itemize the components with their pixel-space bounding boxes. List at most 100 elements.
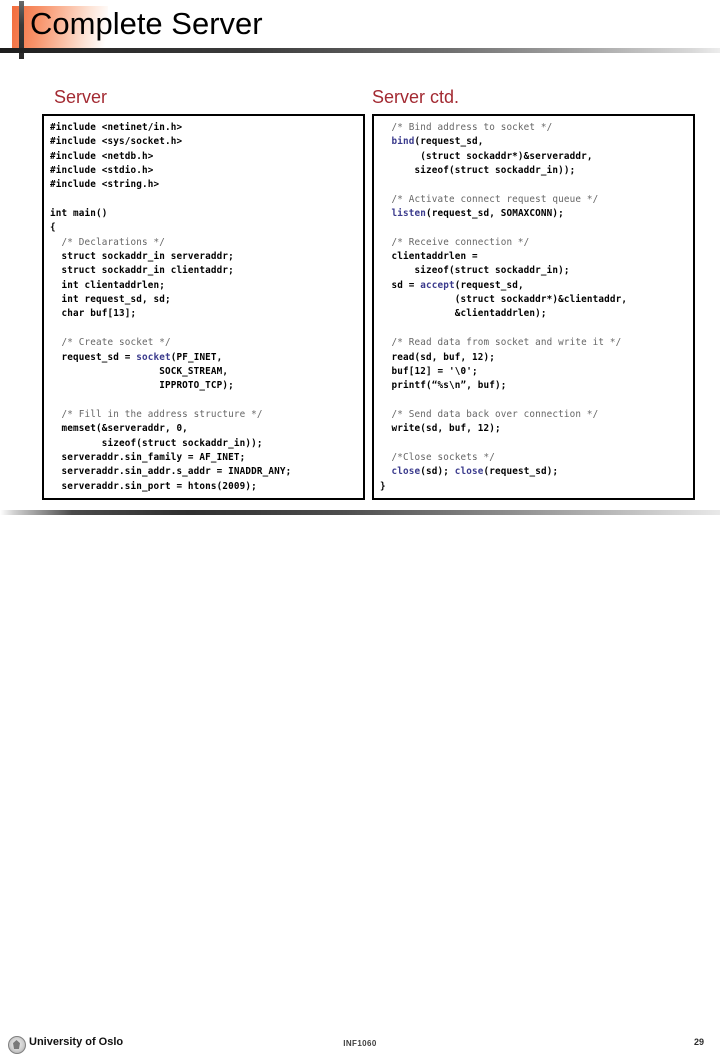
code-line: sd = accept(request_sd, (380, 279, 689, 293)
slide-header: Complete Server (0, 0, 720, 60)
page-title: Complete Server (30, 6, 263, 41)
code-token: #include <stdio.h> (50, 165, 154, 177)
code-line: serveraddr.sin_family = AF_INET; (50, 451, 359, 465)
code-line: read(sd, buf, 12); (380, 351, 689, 365)
code-line: struct sockaddr_in serveraddr; (50, 250, 359, 264)
code-token: #include <string.h> (50, 179, 160, 191)
code-line: #include <stdio.h> (50, 164, 359, 178)
code-comment: /* Receive connection */ (380, 236, 530, 248)
code-line: (struct sockaddr*)&clientaddr, (380, 293, 689, 307)
code-token (380, 136, 392, 147)
code-line (50, 394, 359, 408)
code-token: (request_sd); (483, 466, 559, 478)
code-token: memset(&serveraddr, 0, (50, 423, 188, 435)
code-function-name: accept (420, 279, 455, 291)
code-comment: /* Fill in the address structure */ (50, 408, 263, 420)
code-token: sizeof(struct sockaddr_in)); (50, 437, 263, 449)
code-token (380, 208, 392, 219)
code-line: /* Fill in the address structure */ (50, 408, 359, 422)
code-token: serveraddr.sin_port = htons(2009); (50, 480, 257, 492)
code-token: #include <netdb.h> (50, 150, 154, 162)
code-token: char buf[13]; (50, 308, 137, 320)
code-line: struct sockaddr_in clientaddr; (50, 264, 359, 278)
code-line: clientaddrlen = (380, 250, 689, 264)
code-token: buf[12] = '\0'; (380, 365, 478, 377)
code-line (50, 193, 359, 207)
code-line: /* Receive connection */ (380, 236, 689, 250)
code-token: (request_sd, (414, 136, 484, 148)
code-token: serveraddr.sin_addr.s_addr = INADDR_ANY; (50, 466, 292, 478)
code-token: (struct sockaddr*)&clientaddr, (380, 294, 628, 306)
code-comment: /*Close sockets */ (380, 451, 495, 463)
code-line: } (380, 480, 689, 494)
code-token: #include <netinet/in.h> (50, 122, 183, 133)
code-comment: /* Read data from socket and write it */ (380, 337, 622, 349)
code-token: (sd); (420, 466, 455, 478)
code-line (380, 178, 689, 192)
code-line: int request_sd, sd; (50, 293, 359, 307)
code-line: bind(request_sd, (380, 135, 689, 149)
code-token: int request_sd, sd; (50, 294, 171, 306)
code-token: (PF_INET, (170, 351, 223, 363)
code-token: SOCK_STREAM, (50, 365, 229, 377)
footer-divider (0, 510, 720, 515)
code-line (380, 322, 689, 336)
slide-footer: University of Oslo INF1060 29 (0, 515, 720, 1054)
code-line: sizeof(struct sockaddr_in); (380, 264, 689, 278)
code-line: buf[12] = '\0'; (380, 365, 689, 379)
code-line: &clientaddrlen); (380, 307, 689, 321)
code-line: sizeof(struct sockaddr_in)); (50, 437, 359, 451)
code-token (380, 466, 392, 477)
code-line: serveraddr.sin_port = htons(2009); (50, 480, 359, 494)
code-line: { (50, 221, 359, 235)
code-token: &clientaddrlen); (380, 308, 547, 320)
code-line: (struct sockaddr*)&serveraddr, (380, 150, 689, 164)
code-line: close(sd); close(request_sd); (380, 465, 689, 479)
code-token: struct sockaddr_in serveraddr; (50, 251, 234, 263)
code-line: memset(&serveraddr, 0, (50, 422, 359, 436)
code-line: #include <netinet/in.h> (50, 121, 359, 135)
code-line: #include <netdb.h> (50, 150, 359, 164)
code-line (50, 322, 359, 336)
code-line: /* Declarations */ (50, 236, 359, 250)
code-function-name: close (454, 466, 484, 478)
code-token: write(sd, buf, 12); (380, 423, 501, 435)
right-column-heading: Server ctd. (372, 87, 460, 107)
code-line: char buf[13]; (50, 307, 359, 321)
code-function-name: bind (391, 136, 415, 148)
code-token: sd = (380, 279, 421, 291)
code-token: request_sd = (50, 351, 137, 363)
code-token: { (50, 222, 56, 234)
code-token: read(sd, buf, 12); (380, 351, 495, 363)
title-vertical-bar (19, 1, 24, 59)
right-code-text: /* Bind address to socket */ bind(reques… (374, 116, 693, 494)
code-line: printf(“%s\n”, buf); (380, 379, 689, 393)
code-token: (struct sockaddr*)&serveraddr, (380, 150, 593, 162)
code-comment: /* Declarations */ (50, 236, 165, 248)
code-line: /* Send data back over connection */ (380, 408, 689, 422)
code-line: sizeof(struct sockaddr_in)); (380, 164, 689, 178)
code-line: serveraddr.sin_addr.s_addr = INADDR_ANY; (50, 465, 359, 479)
code-line: listen(request_sd, SOMAXCONN); (380, 207, 689, 221)
code-comment: /* Send data back over connection */ (380, 408, 599, 420)
code-token: (request_sd, (454, 279, 524, 291)
title-accent-block (12, 6, 108, 52)
code-function-name: listen (391, 208, 426, 220)
code-comment: /* Create socket */ (50, 337, 171, 349)
code-function-name: close (391, 466, 421, 478)
code-line (380, 221, 689, 235)
code-line: int main() (50, 207, 359, 221)
footer-page-number: 29 (693, 1037, 704, 1047)
code-token: #include <sys/socket.h> (50, 136, 183, 148)
right-code-block: /* Bind address to socket */ bind(reques… (372, 114, 695, 500)
code-token: (request_sd, SOMAXCONN); (425, 208, 564, 220)
code-line: request_sd = socket(PF_INET, (50, 351, 359, 365)
code-comment: /* Activate connect request queue */ (380, 193, 599, 205)
code-line: write(sd, buf, 12); (380, 422, 689, 436)
code-line: /* Read data from socket and write it */ (380, 336, 689, 350)
code-line: /*Close sockets */ (380, 451, 689, 465)
code-line: /* Bind address to socket */ (380, 121, 689, 135)
title-divider (0, 48, 720, 53)
footer-course-code: INF1060 (343, 1039, 377, 1048)
code-token: int clientaddrlen; (50, 279, 165, 291)
